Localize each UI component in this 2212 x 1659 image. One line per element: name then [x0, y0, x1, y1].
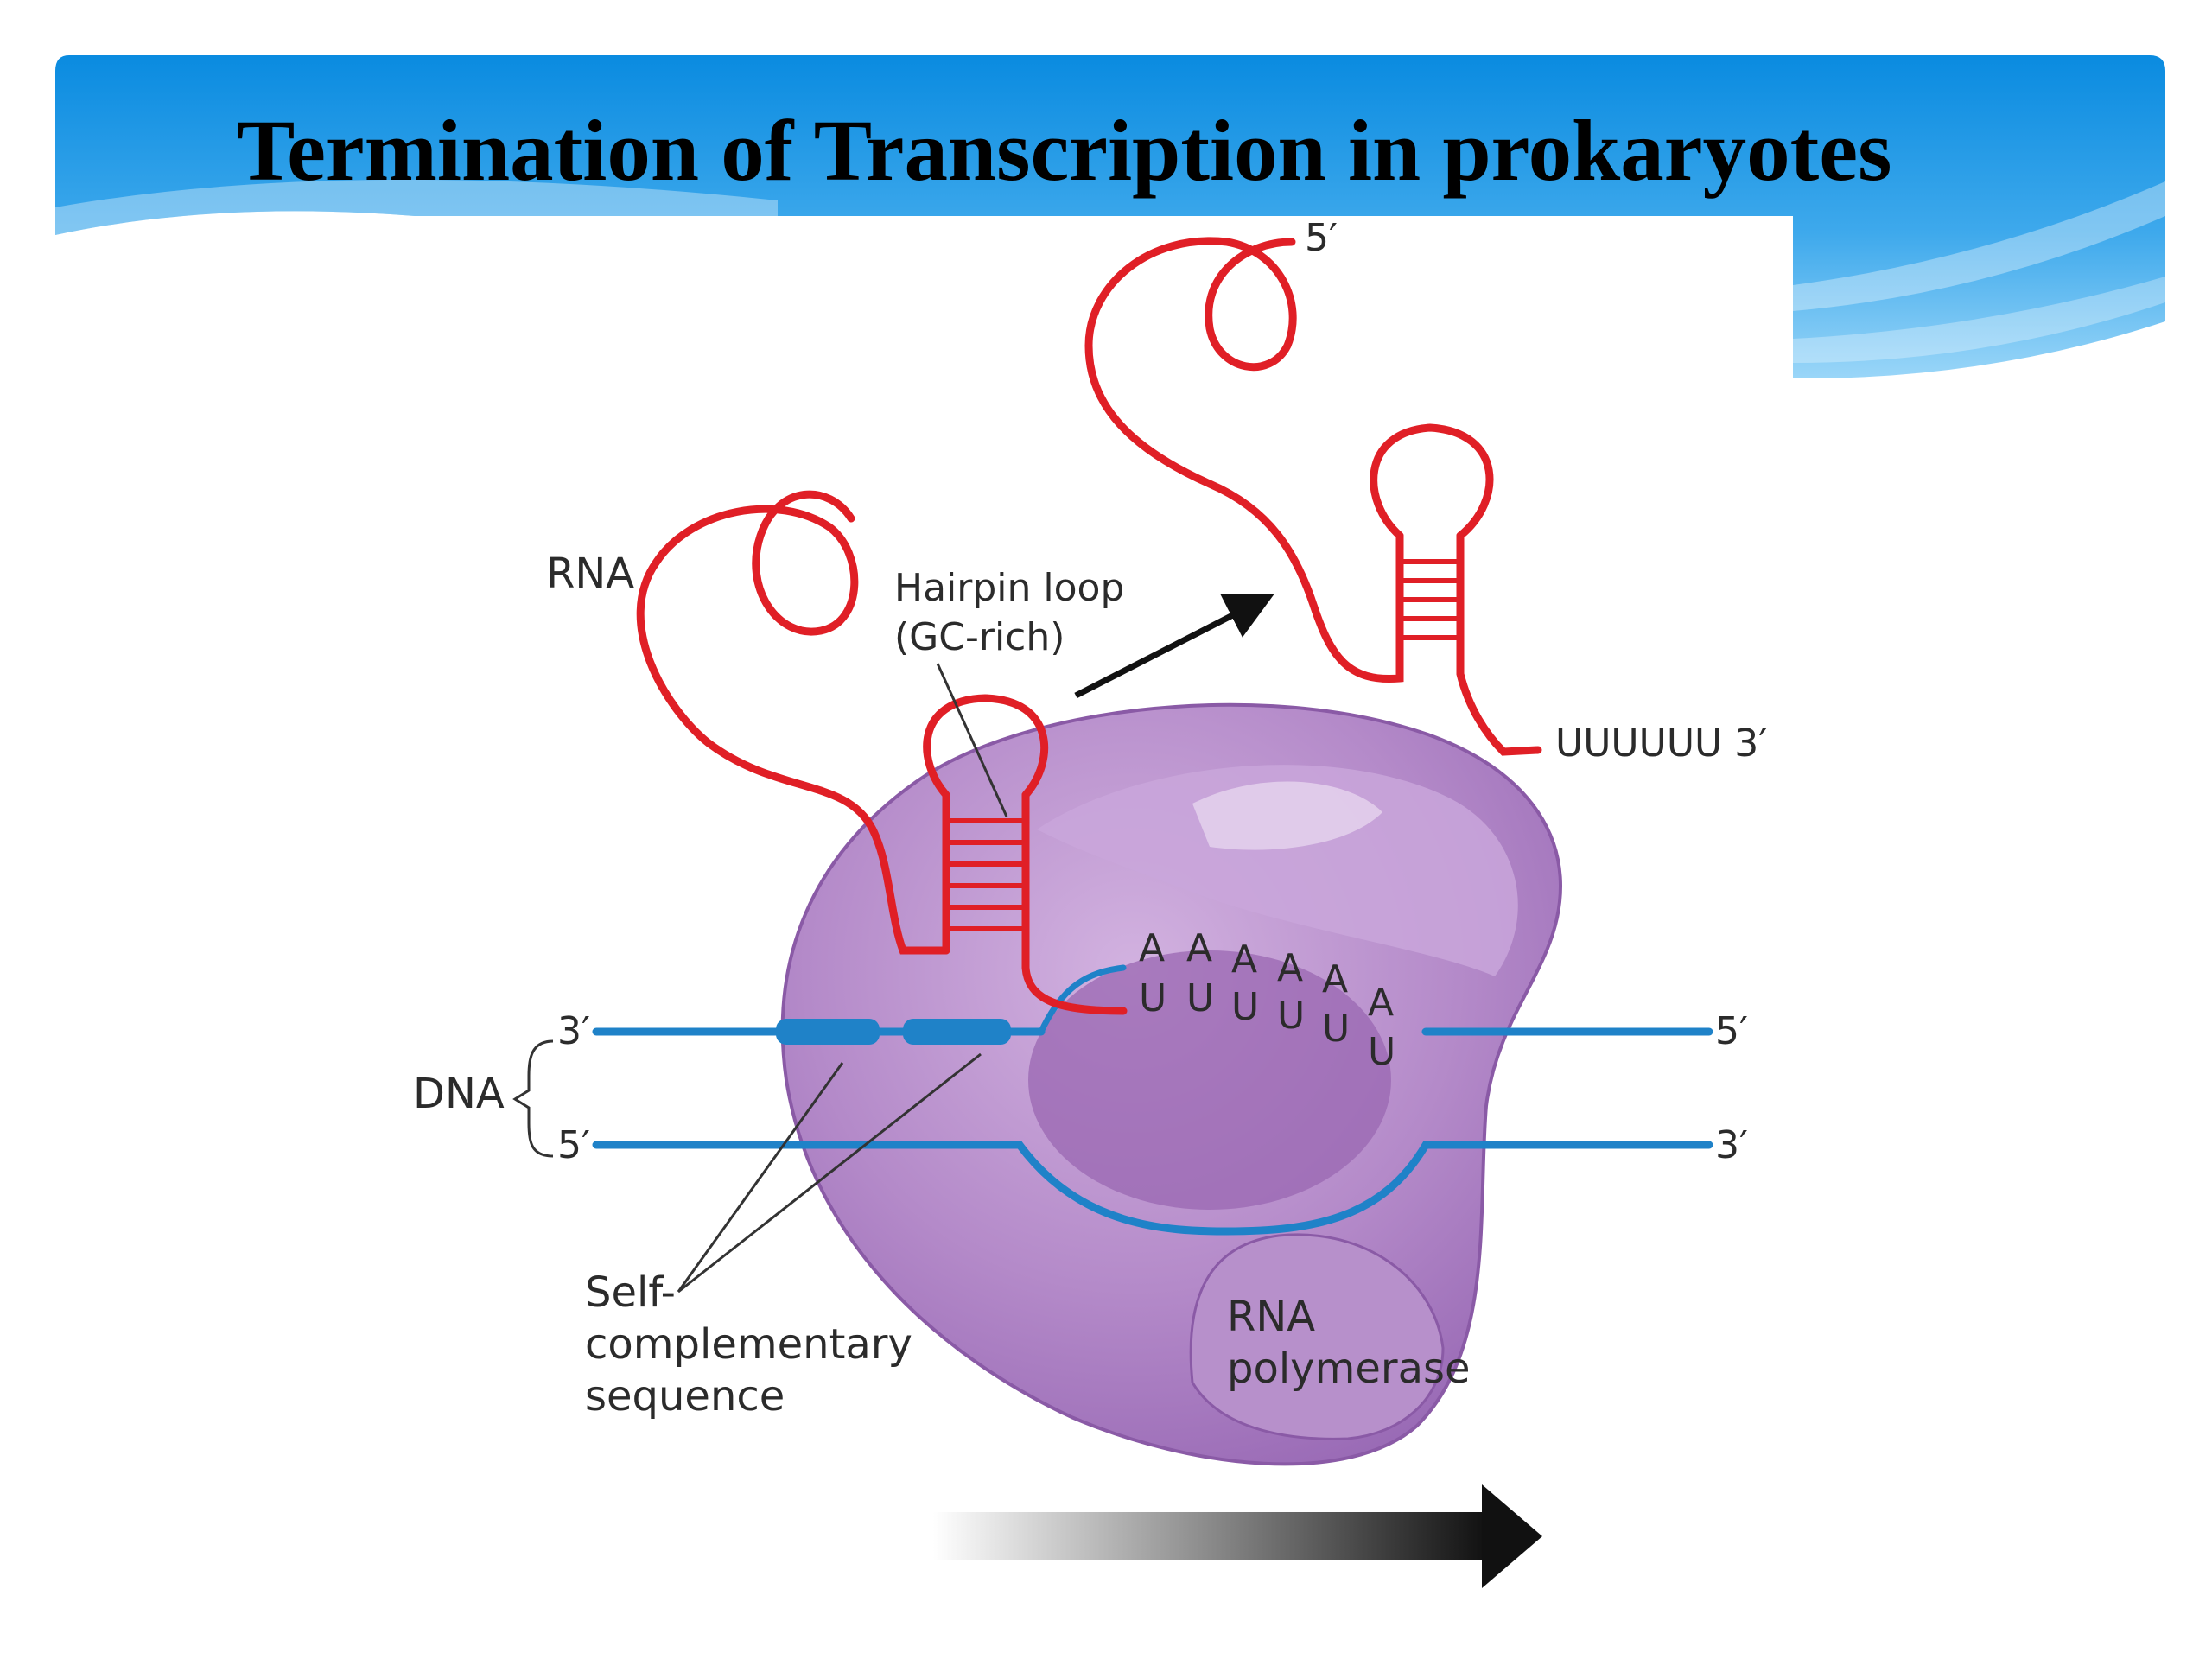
released-hairpin-loop: [1370, 423, 1494, 540]
release-arrow: [1074, 594, 1274, 699]
polymerase-upper-lobe: [1037, 765, 1518, 976]
uu-row: U U U U U U: [1139, 976, 1395, 1074]
hairpin-label-line2: (GC-rich): [894, 615, 1065, 659]
released-rna: [1084, 237, 1542, 756]
dna-top-right-end: 5′: [1715, 1009, 1748, 1053]
rna-base-u: U: [1231, 985, 1259, 1029]
polymerase-channel: [1028, 950, 1391, 1210]
transcription-direction-arrow: [933, 1484, 1542, 1588]
rna-base-u: U: [1368, 1030, 1395, 1074]
rna-base-u: U: [1322, 1007, 1350, 1051]
self-complementary-blocks: [776, 1019, 1011, 1045]
self-comp-block-2: [903, 1019, 1011, 1045]
dna-bottom-strand: [592, 1141, 1713, 1236]
released-5prime-label: 5′: [1305, 216, 1338, 260]
nascent-rna-strand: [636, 490, 950, 955]
dna-base-a: A: [1186, 926, 1212, 970]
rna-label: RNA: [546, 550, 634, 598]
rna-base-u: U: [1186, 976, 1214, 1020]
dna-bottom-right-end: 3′: [1715, 1123, 1748, 1167]
rna-polymerase: [780, 702, 1562, 1466]
dna-brace: [512, 1039, 554, 1158]
dna-base-a: A: [1368, 981, 1394, 1025]
nascent-hairpin-rungs: [946, 818, 1026, 931]
dna-base-a: A: [1231, 938, 1257, 982]
dna-bottom-left-end: 5′: [557, 1123, 590, 1167]
banner-wave-right-2: [1793, 276, 2165, 363]
dna-label: DNA: [413, 1070, 505, 1118]
polymerase-highlight: [1192, 781, 1382, 850]
self-comp-label-line3: sequence: [585, 1372, 785, 1421]
hairpin-label-line1: Hairpin loop: [894, 566, 1124, 610]
aa-row: A A A A A A: [1139, 926, 1394, 1025]
slide-title: Termination of Transcription in prokaryo…: [237, 102, 1892, 199]
released-rna-stem-right: [1456, 531, 1542, 756]
rna-base-u: U: [1277, 994, 1305, 1038]
self-comp-label-line2: complementary: [585, 1320, 912, 1369]
polymerase-lower-lobe: [1189, 1233, 1445, 1440]
polymerase-label-line1: RNA: [1227, 1293, 1315, 1341]
released-hairpin-rungs: [1400, 559, 1460, 640]
dna-base-a: A: [1277, 946, 1303, 990]
released-rna-strand: [1084, 237, 1404, 683]
self-comp-label-line1: Self-: [585, 1268, 676, 1317]
dna-top-left-end: 3′: [557, 1009, 590, 1053]
self-comp-block-1: [776, 1019, 880, 1045]
dna-base-a: A: [1322, 957, 1348, 1001]
released-3prime-label: UUUUUU 3′: [1555, 721, 1767, 766]
banner-wave-right: [1793, 181, 2165, 311]
polymerase-label-line2: polymerase: [1227, 1344, 1471, 1393]
nascent-rna-stem-right: [1021, 791, 1128, 1015]
banner-wave: [55, 179, 778, 235]
dna-base-a: A: [1139, 926, 1165, 970]
dna-template-in-bubble: [1038, 964, 1127, 1035]
banner-shape: [55, 55, 2165, 379]
nascent-hairpin-loop: [923, 694, 1049, 799]
label-pointers: [677, 663, 1008, 1294]
rna-base-u: U: [1139, 976, 1166, 1020]
